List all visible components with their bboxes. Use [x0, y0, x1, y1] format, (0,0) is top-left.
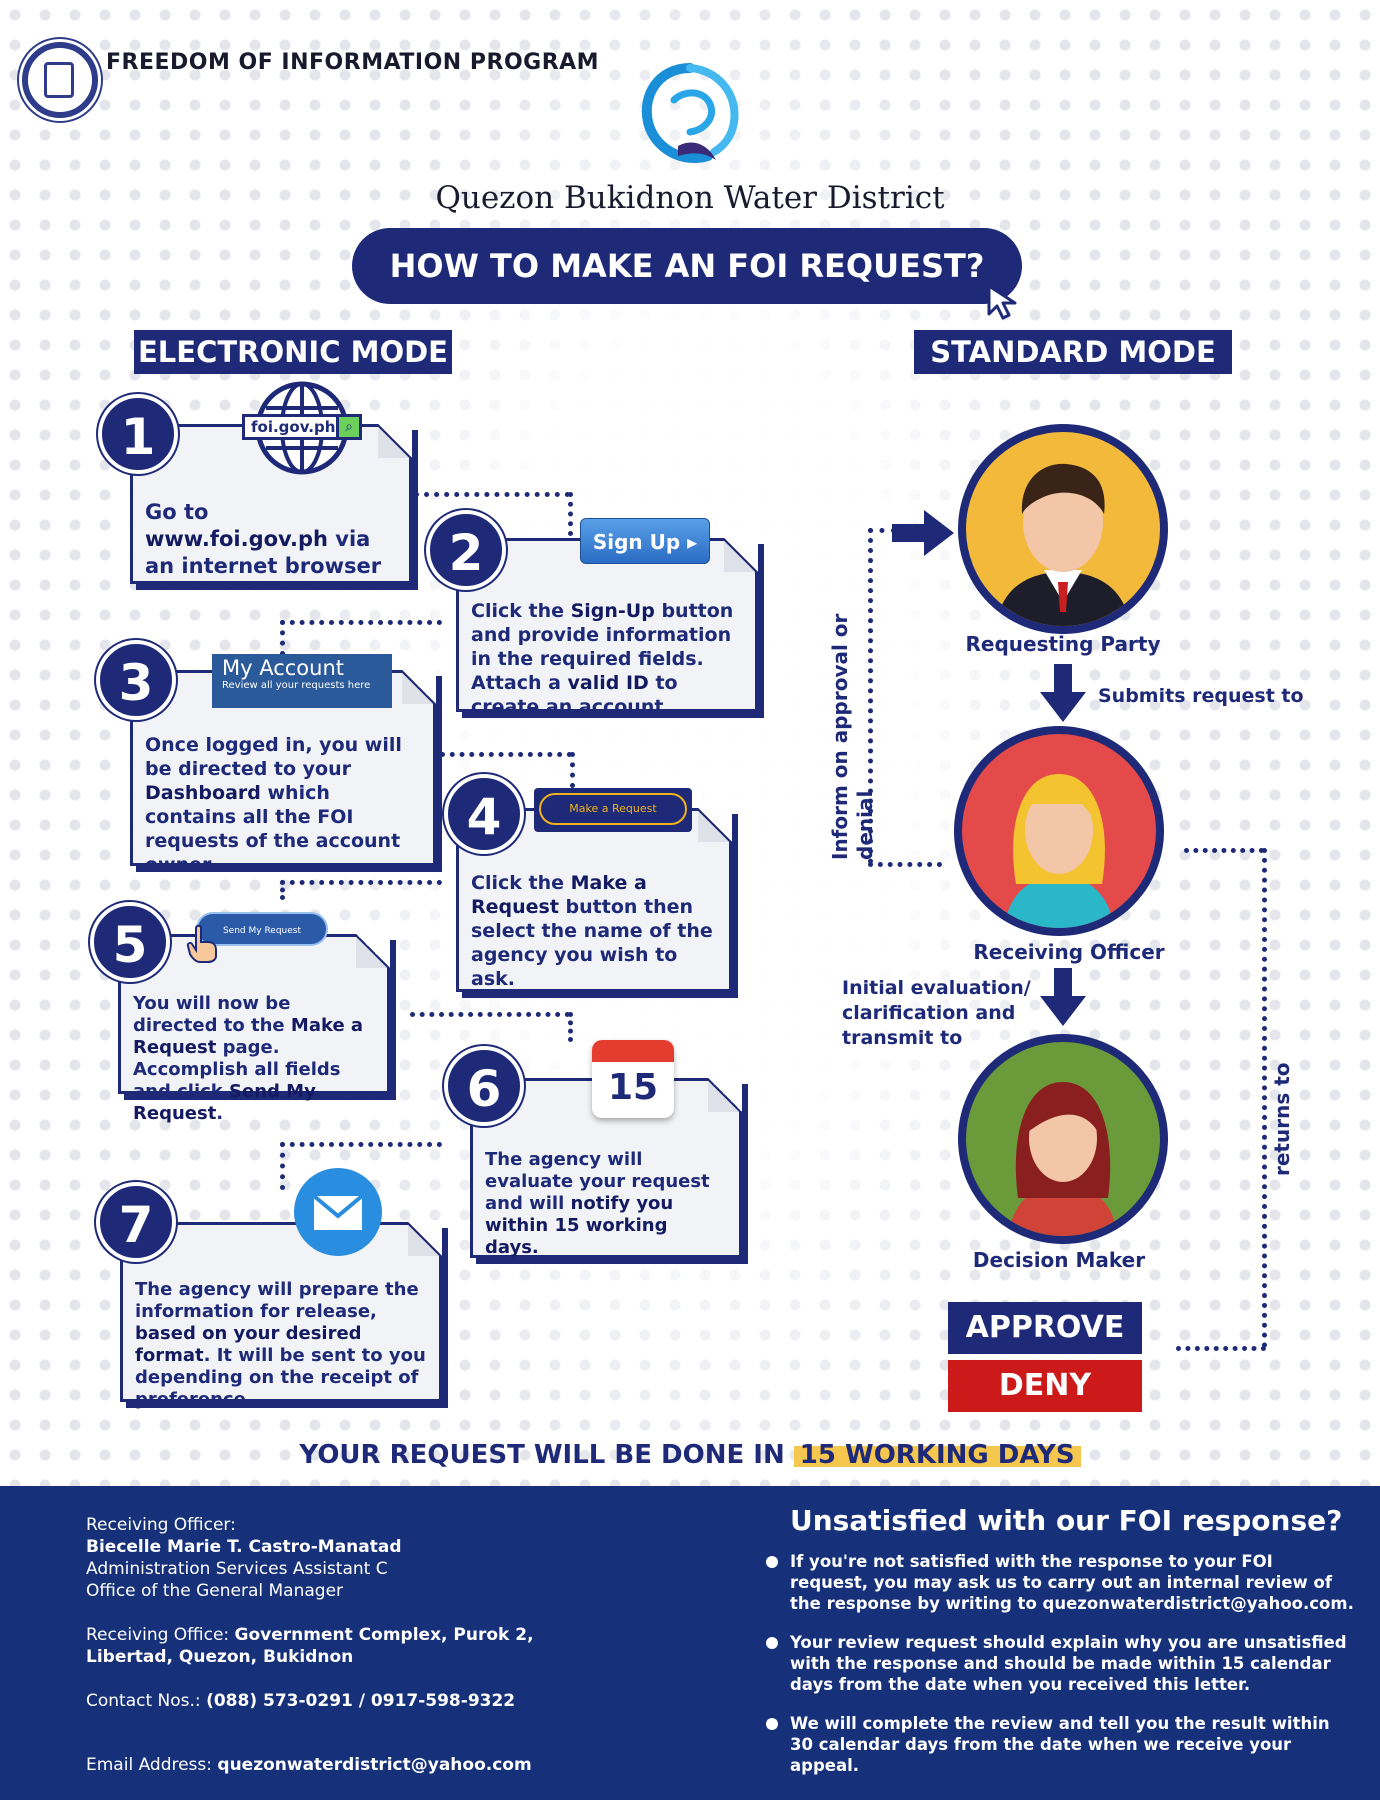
connector-2-3: [280, 620, 442, 625]
arrow-down-icon: [1040, 968, 1086, 1026]
returns-loop-top: [1184, 848, 1264, 853]
step-2-number: 2: [426, 510, 506, 590]
connector-1-2-v: [568, 492, 573, 536]
returns-loop-line: [1262, 848, 1267, 1348]
foi-seal-icon: [22, 42, 98, 118]
connector-1-2: [414, 492, 570, 497]
ro-label: Receiving Officer:: [86, 1515, 236, 1535]
connector-3-4: [440, 752, 572, 757]
sign-up-button: Sign Up ▸: [580, 518, 710, 564]
arrow-down-icon: [1040, 664, 1086, 722]
standard-mode-heading: STANDARD MODE: [914, 330, 1232, 374]
requesting-party-label: Requesting Party: [965, 632, 1161, 656]
step-6-card: The agency will evaluate your request an…: [470, 1078, 742, 1258]
step-3-number: 3: [96, 640, 176, 720]
receiving-officer-details: Receiving Officer: Biecelle Marie T. Cas…: [86, 1514, 686, 1776]
connector-2-3-v: [280, 620, 285, 656]
step-6-number: 6: [444, 1046, 524, 1126]
receiving-officer-label: Receiving Officer: [973, 940, 1165, 964]
receiving-office: Receiving Office: Government Complex, Pu…: [86, 1625, 534, 1667]
receiving-officer-avatar: [954, 726, 1164, 936]
connector-4-5-v: [280, 880, 285, 900]
step-5-number: 5: [90, 902, 170, 982]
connector-4-5: [280, 880, 442, 885]
contact-numbers: Contact Nos.: (088) 573-0291 / 0917-598-…: [86, 1691, 516, 1711]
envelope-icon: [294, 1168, 382, 1256]
returns-label: returns to: [1270, 1062, 1294, 1177]
my-account-badge: My Account Review all your requests here: [212, 654, 392, 708]
page-title: HOW TO MAKE AN FOI REQUEST?: [352, 228, 1022, 304]
step-2-card: Click the Sign-Up button and provide inf…: [456, 538, 758, 718]
step-4-number: 4: [444, 774, 524, 854]
decision-maker-avatar: [958, 1034, 1168, 1244]
decision-maker-label: Decision Maker: [972, 1248, 1146, 1272]
inform-loop-bottom: [868, 862, 942, 867]
connector-3-4-v: [570, 752, 575, 788]
ro-office: Office of the General Manager: [86, 1581, 344, 1601]
unsatisfied-section: Unsatisfied with our FOI response? If yo…: [766, 1504, 1356, 1794]
review-bullet-2: Your review request should explain why y…: [766, 1632, 1356, 1695]
returns-loop-bottom: [1176, 1346, 1266, 1351]
calendar-icon: 15: [592, 1040, 674, 1118]
ro-name: Biecelle Marie T. Castro-Manatad: [86, 1537, 402, 1557]
arrow-right-icon: [892, 510, 954, 556]
review-bullet-3: We will complete the review and tell you…: [766, 1713, 1356, 1776]
make-request-badge: Make a Request: [534, 788, 692, 832]
step-1-number: 1: [98, 394, 178, 474]
send-request-badge: Send My Request: [196, 912, 328, 946]
hand-pointer-icon: [186, 924, 217, 963]
connector-6-7: [280, 1142, 442, 1147]
connector-6-7-v: [280, 1142, 285, 1190]
processing-time-banner: YOUR REQUEST WILL BE DONE IN 15 WORKING …: [290, 1440, 1090, 1470]
unsatisfied-title: Unsatisfied with our FOI response?: [790, 1504, 1343, 1537]
cursor-icon: [987, 284, 1017, 320]
district-name: Quezon Bukidnon Water District: [435, 180, 945, 216]
connector-5-6: [410, 1012, 570, 1017]
email-address: Email Address: quezonwaterdistrict@yahoo…: [86, 1755, 532, 1775]
search-icon: ⌕: [336, 414, 362, 440]
inform-loop-top: [868, 528, 896, 533]
program-title: FREEDOM OF INFORMATION PROGRAM: [106, 50, 600, 75]
submits-label: Submits request to: [1098, 685, 1304, 707]
deny-box: DENY: [948, 1360, 1142, 1412]
step-7-number: 7: [96, 1182, 176, 1262]
inform-loop-line: [868, 528, 873, 864]
initial-evaluation-label: Initial evaluation/ clarification and tr…: [842, 977, 1031, 1049]
requesting-party-avatar: [958, 424, 1168, 634]
approve-box: APPROVE: [948, 1302, 1142, 1354]
review-bullet-1: If you're not satisfied with the respons…: [766, 1551, 1356, 1614]
inform-label: Inform on approval or denial: [828, 613, 877, 860]
step-7-card: The agency will prepare the information …: [120, 1222, 442, 1410]
electronic-mode-heading: ELECTRONIC MODE: [134, 330, 452, 374]
connector-5-6-v: [568, 1012, 573, 1042]
water-district-logo-icon: [641, 63, 739, 164]
ro-title: Administration Services Assistant C: [86, 1559, 388, 1579]
contact-footer: Receiving Officer: Biecelle Marie T. Cas…: [0, 1486, 1380, 1800]
step-5-card: You will now be directed to the Make a R…: [118, 934, 390, 1124]
